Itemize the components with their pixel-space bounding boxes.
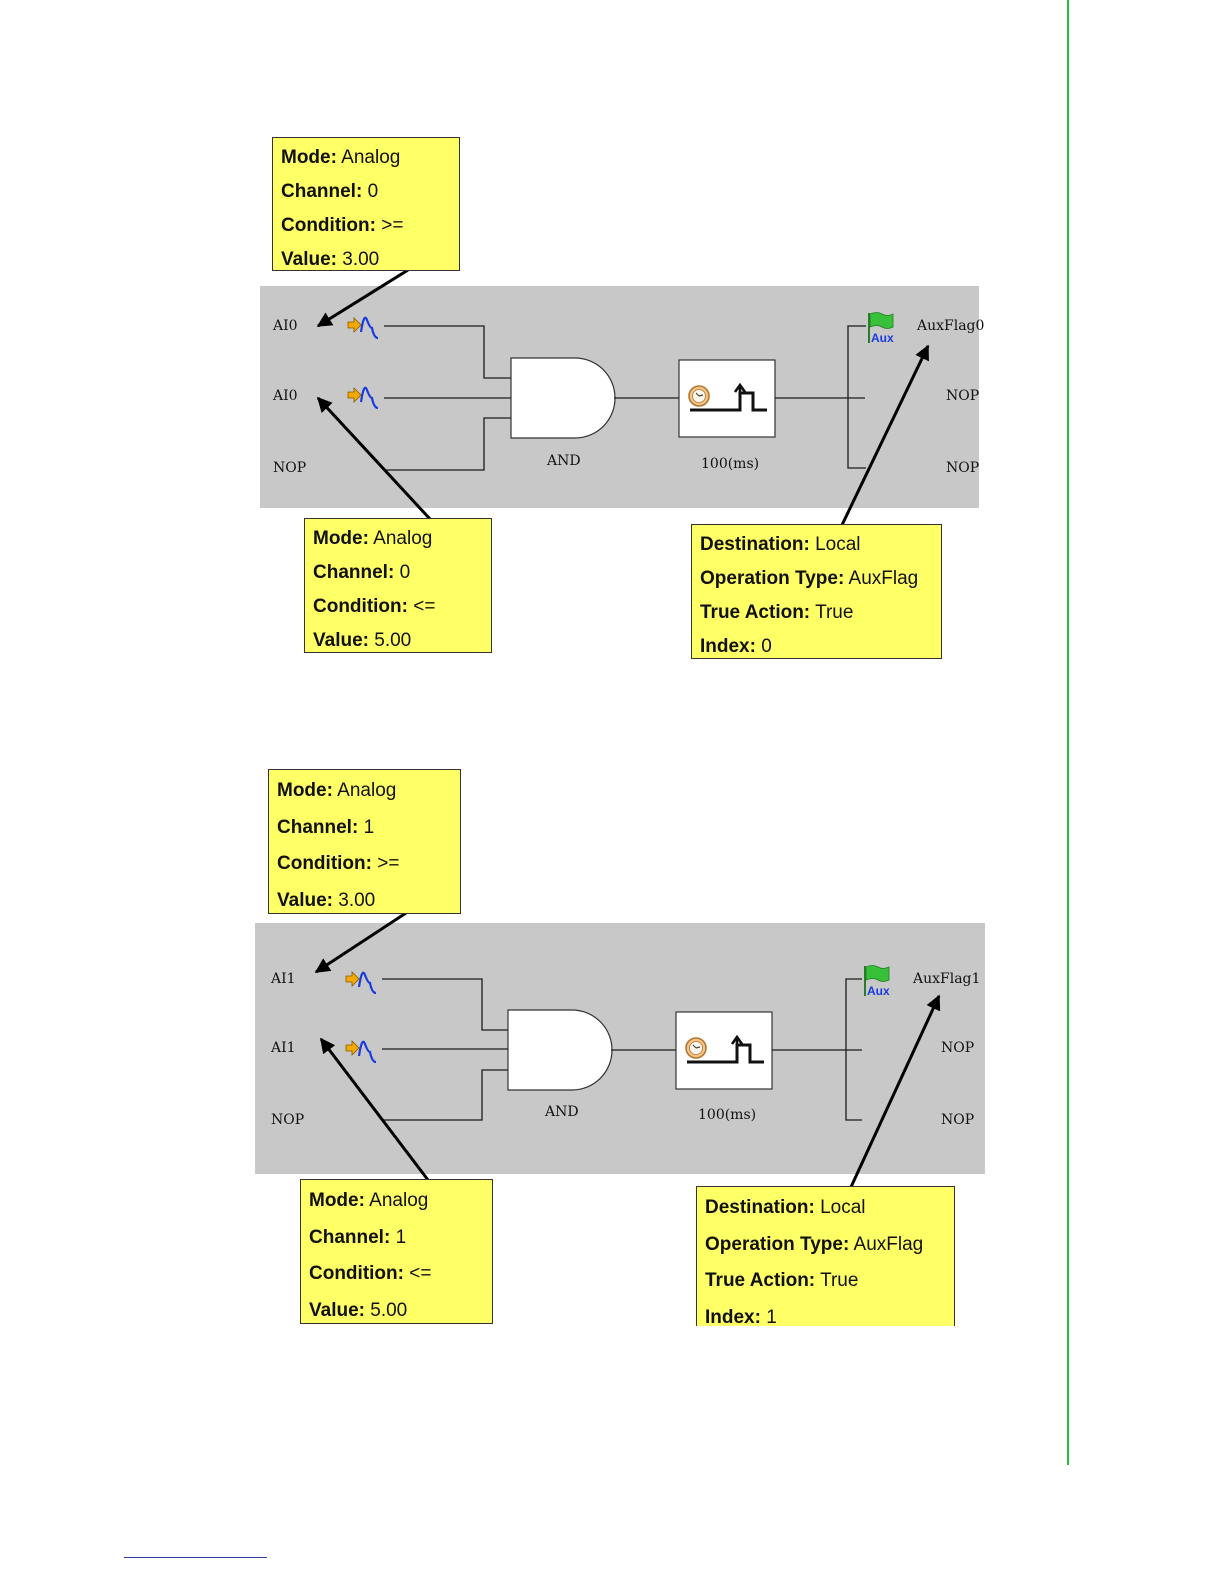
output-label-3: NOP	[946, 460, 979, 476]
callout-key: Value:	[309, 1299, 365, 1321]
analog-input-icon	[345, 1040, 377, 1064]
input-label-1: AI0	[272, 318, 298, 334]
output-label-3: NOP	[941, 1112, 974, 1128]
callout-value: >=	[381, 215, 404, 236]
callout-value: 1	[395, 1226, 407, 1248]
gate-label: AND	[544, 1104, 579, 1120]
callout-key: Channel:	[281, 181, 363, 202]
callout-value: AuxFlag	[848, 568, 919, 589]
callout-value: Local	[815, 534, 861, 555]
input-label-2: AI0	[272, 388, 298, 404]
logic-rule-0: AI0 AI0 NOP AND 100(ms)	[260, 268, 984, 526]
callout-value: 0	[761, 636, 772, 657]
callout-key: Value:	[281, 249, 337, 270]
callout-key: Condition:	[277, 853, 372, 874]
callout-value: 5.00	[374, 630, 412, 651]
output-label-2: NOP	[946, 388, 979, 404]
callout-key: Mode:	[313, 528, 369, 549]
callout-value: 5.00	[370, 1299, 408, 1321]
input-condition-callout: Mode: Analog Channel: 0 Condition: <= Va…	[304, 518, 492, 653]
footer-rule	[124, 1557, 267, 1558]
callout-pointer	[840, 344, 930, 526]
callout-key: Value:	[277, 889, 333, 911]
analog-input-icon	[347, 386, 379, 410]
clock-icon	[685, 1037, 707, 1059]
callout-key: Destination:	[700, 534, 810, 555]
and-gate	[507, 1009, 613, 1091]
callout-pointer	[316, 268, 409, 328]
input-label-3: NOP	[271, 1112, 304, 1128]
callout-key: Mode:	[281, 147, 337, 168]
and-gate	[510, 357, 616, 439]
callout-pointer	[319, 1037, 430, 1181]
callout-key: Operation Type:	[705, 1233, 850, 1255]
callout-key: Condition:	[281, 215, 376, 236]
callout-key: True Action:	[700, 602, 811, 623]
logic-rule-1: AI1 AI1 NOP AND 100(ms)	[255, 911, 985, 1188]
callout-key: Channel:	[313, 562, 395, 583]
input-label-2: AI1	[270, 1040, 296, 1056]
analog-input-icon	[345, 971, 377, 995]
aux-flag-icon: Aux	[864, 965, 890, 998]
gate-label: AND	[546, 453, 581, 469]
callout-key: Condition:	[313, 596, 408, 617]
callout-key: Condition:	[309, 1263, 404, 1284]
callout-value: 1	[363, 816, 375, 838]
margin-rule	[1067, 0, 1069, 1465]
callout-value: AuxFlag	[853, 1233, 924, 1255]
analog-input-icon	[347, 316, 379, 340]
input-condition-callout: Mode: Analog Channel: 1 Condition: >= Va…	[268, 769, 461, 914]
callout-value: 3.00	[338, 889, 376, 911]
callout-value: 0	[399, 562, 411, 583]
callout-key: Channel:	[277, 816, 359, 838]
callout-key: Index:	[705, 1306, 761, 1327]
callout-key: Destination:	[705, 1197, 815, 1218]
step-pulse-icon	[690, 382, 767, 412]
input-label-3: NOP	[273, 460, 306, 476]
callout-value: 3.00	[342, 249, 380, 270]
output-label-2: NOP	[941, 1040, 974, 1056]
callout-value: True	[820, 1270, 859, 1291]
callout-value: Local	[820, 1197, 866, 1218]
svg-text:Aux: Aux	[867, 984, 890, 998]
rule-panel	[255, 923, 985, 1174]
output-action-callout: Destination: Local Operation Type: AuxFl…	[691, 524, 942, 659]
callout-value: 0	[367, 181, 379, 202]
callout-value: <=	[413, 596, 436, 617]
callout-key: Index:	[700, 636, 756, 657]
output-action-callout: Destination: Local Operation Type: AuxFl…	[696, 1186, 955, 1326]
callout-key: True Action:	[705, 1270, 816, 1291]
callout-value: True	[815, 602, 854, 623]
callout-key: Channel:	[309, 1226, 391, 1248]
input-label-1: AI1	[270, 971, 296, 987]
output-label-1: AuxFlag1	[912, 971, 980, 987]
callout-pointer	[849, 994, 941, 1188]
callout-value: Analog	[341, 147, 401, 168]
callout-key: Value:	[313, 630, 369, 651]
callout-pointer	[314, 911, 407, 974]
timer-label: 100(ms)	[701, 456, 759, 472]
timer-label: 100(ms)	[698, 1107, 756, 1123]
callout-value: >=	[377, 853, 400, 874]
callout-value: Analog	[373, 528, 433, 549]
callout-key: Mode:	[309, 1190, 365, 1211]
callout-key: Operation Type:	[700, 568, 845, 589]
svg-text:Aux: Aux	[871, 331, 894, 345]
callout-key: Mode:	[277, 780, 333, 801]
output-label-1: AuxFlag0	[916, 318, 984, 334]
callout-value: <=	[409, 1263, 432, 1284]
aux-flag-icon: Aux	[868, 312, 894, 345]
rule-panel	[260, 286, 979, 508]
input-condition-callout: Mode: Analog Channel: 0 Condition: >= Va…	[272, 137, 460, 271]
callout-value: 1	[766, 1306, 777, 1327]
clock-icon	[688, 385, 710, 407]
step-pulse-icon	[687, 1034, 764, 1064]
callout-value: Analog	[337, 780, 397, 801]
callout-value: Analog	[369, 1190, 429, 1211]
input-condition-callout: Mode: Analog Channel: 1 Condition: <= Va…	[300, 1179, 493, 1324]
callout-pointer	[316, 396, 432, 521]
